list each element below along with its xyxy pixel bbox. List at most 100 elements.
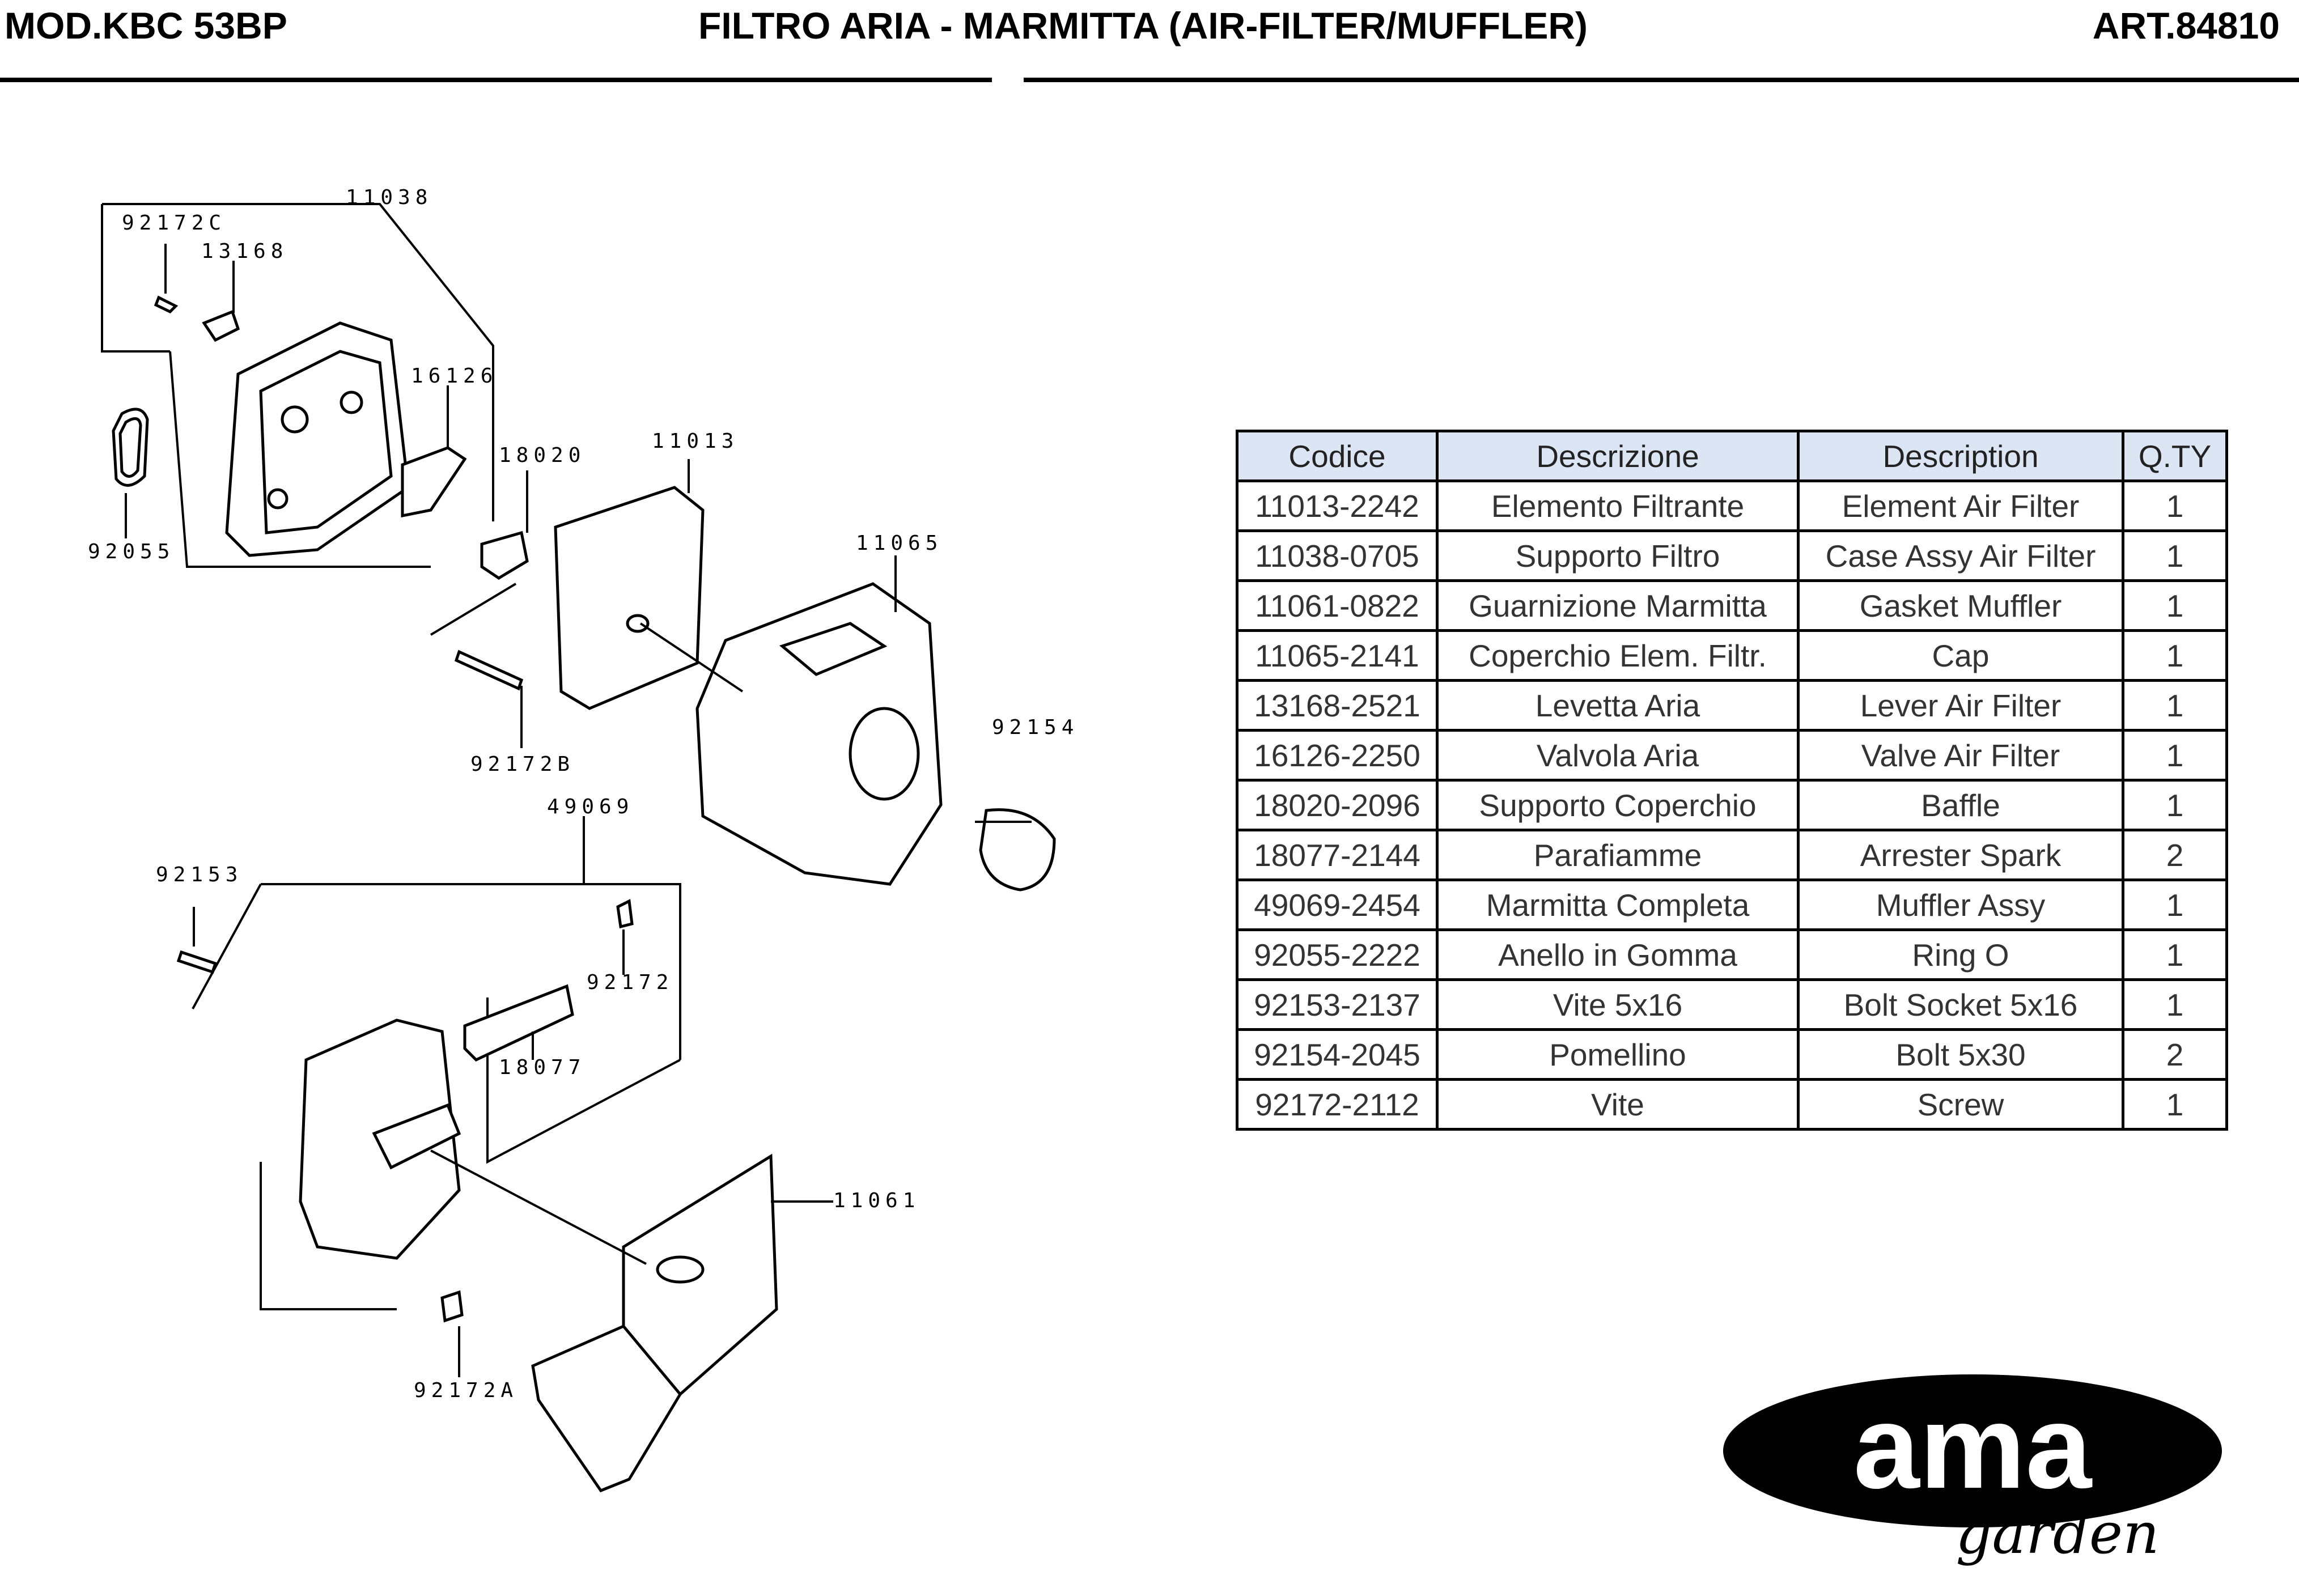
article-number: ART.84810 xyxy=(2092,5,2280,46)
callout-13168: 13168 xyxy=(201,240,288,263)
header-rule-left xyxy=(0,78,992,82)
cell-qty: 1 xyxy=(2122,579,2228,632)
col-qty: Q.TY xyxy=(2122,430,2228,482)
assembly-line-2 xyxy=(639,622,744,693)
cell-qty: 1 xyxy=(2122,978,2228,1031)
cell-description: Cap xyxy=(1797,629,2124,682)
cover-11065 xyxy=(695,582,943,886)
cell-qty: 1 xyxy=(2122,629,2228,682)
cell-descrizione: Vite 5x16 xyxy=(1436,978,1800,1031)
cell-descrizione: Valvola Aria xyxy=(1436,729,1800,782)
cell-code: 11038-0705 xyxy=(1236,529,1439,582)
callout-92055: 92055 xyxy=(88,540,175,563)
callout-11065: 11065 xyxy=(856,532,943,555)
cell-qty: 1 xyxy=(2122,1078,2228,1131)
bracket-11038-left xyxy=(101,204,170,353)
model-heading: MOD.KBC 53BP xyxy=(5,5,287,46)
cell-description: Bolt Socket 5x16 xyxy=(1797,978,2124,1031)
page-title: FILTRO ARIA - MARMITTA (AIR-FILTER/MUFFL… xyxy=(698,5,1588,46)
cell-qty: 2 xyxy=(2122,829,2228,881)
cell-description: Arrester Spark xyxy=(1797,829,2124,881)
cell-description: Valve Air Filter xyxy=(1797,729,2124,782)
callout-11061: 11061 xyxy=(833,1189,920,1212)
o-ring-92055-inner xyxy=(118,417,142,478)
assembly-line-1 xyxy=(430,583,517,636)
logo-sub-text: garden xyxy=(1956,1500,2159,1567)
cell-descrizione: Pomellino xyxy=(1436,1028,1800,1081)
brand-logo: ama garden xyxy=(1717,1366,2245,1570)
col-description: Description xyxy=(1797,430,2124,482)
cell-qty: 1 xyxy=(2122,779,2228,831)
heat-shield xyxy=(531,1324,682,1493)
assembly-line-3 xyxy=(430,1149,647,1265)
screw-92172c xyxy=(154,295,179,314)
header-rule-right xyxy=(1024,78,2299,82)
cover-window xyxy=(779,622,888,676)
cell-qty: 1 xyxy=(2122,729,2228,782)
cell-descrizione: Anello in Gomma xyxy=(1436,928,1800,981)
support-18020 xyxy=(480,530,529,580)
cell-descrizione: Levetta Aria xyxy=(1436,679,1800,732)
case-hole-1 xyxy=(281,405,309,434)
valve-16126 xyxy=(401,446,467,518)
spark-arrester-18077 xyxy=(463,984,574,1062)
cell-code: 11065-2141 xyxy=(1236,629,1439,682)
cell-qty: 1 xyxy=(2122,928,2228,981)
cell-description: Ring O xyxy=(1797,928,2124,981)
callout-16126: 16126 xyxy=(411,364,498,388)
screw-92172a xyxy=(440,1290,464,1323)
col-codice: Codice xyxy=(1236,430,1439,482)
cell-description: Baffle xyxy=(1797,779,2124,831)
lever-13168 xyxy=(202,309,240,342)
cell-description: Muffler Assy xyxy=(1797,878,2124,931)
cell-qty: 1 xyxy=(2122,878,2228,931)
cell-code: 92172-2112 xyxy=(1236,1078,1439,1131)
cell-descrizione: Elemento Filtrante xyxy=(1436,479,1800,532)
cell-description: Gasket Muffler xyxy=(1797,579,2124,632)
cell-descrizione: Marmitta Completa xyxy=(1436,878,1800,931)
muffler-outlet xyxy=(372,1103,461,1170)
cell-code: 92154-2045 xyxy=(1236,1028,1439,1081)
bracket-11038-bottom xyxy=(169,351,431,568)
callout-92172: 92172 xyxy=(587,971,673,994)
cell-code: 11061-0822 xyxy=(1236,579,1439,632)
bolt-92172b xyxy=(454,650,524,691)
callout-49069: 49069 xyxy=(547,795,634,818)
cell-description: Lever Air Filter xyxy=(1797,679,2124,732)
cell-descrizione: Guarnizione Marmitta xyxy=(1436,579,1800,632)
callout-92172c: 92172C xyxy=(122,211,226,235)
cell-description: Screw xyxy=(1797,1078,2124,1131)
cell-code: 92055-2222 xyxy=(1236,928,1439,981)
cell-qty: 1 xyxy=(2122,679,2228,732)
cell-code: 11013-2242 xyxy=(1236,479,1439,532)
exploded-parts-diagram: 11038 92172C 13168 16126 18020 11013 920… xyxy=(0,170,1134,1519)
cell-descrizione: Vite xyxy=(1436,1078,1800,1131)
logo-brand-text: ama xyxy=(1853,1380,2093,1513)
case-hole-3 xyxy=(267,488,289,510)
cell-descrizione: Coperchio Elem. Filtr. xyxy=(1436,629,1800,682)
cell-description: Bolt 5x30 xyxy=(1797,1028,2124,1081)
knob-92154 xyxy=(979,808,1056,892)
filter-element-hole xyxy=(626,614,650,633)
logo-ellipse xyxy=(1723,1374,2222,1527)
filter-element-11013 xyxy=(554,486,705,710)
callout-18077: 18077 xyxy=(499,1056,586,1079)
cell-qty: 2 xyxy=(2122,1028,2228,1081)
callout-92172a: 92172A xyxy=(414,1379,518,1402)
cell-code: 92153-2137 xyxy=(1236,978,1439,1031)
callout-92153: 92153 xyxy=(156,863,243,886)
parts-table: Codice Descrizione Description Q.TY 1101… xyxy=(1236,430,2228,1131)
callout-18020: 18020 xyxy=(499,444,586,467)
cell-code: 13168-2521 xyxy=(1236,679,1439,732)
